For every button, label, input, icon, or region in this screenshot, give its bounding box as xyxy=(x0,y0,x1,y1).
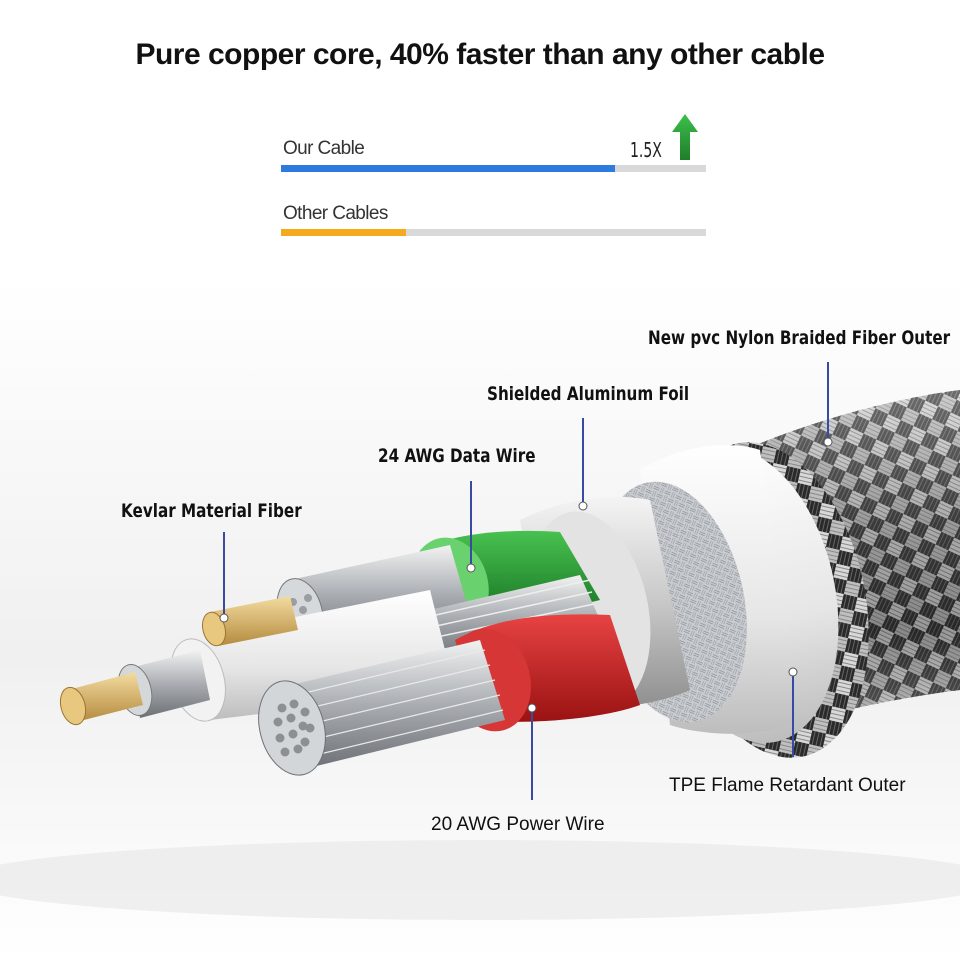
page-title: Pure copper core, 40% faster than any ot… xyxy=(135,38,825,71)
other-cables-fill xyxy=(281,229,407,236)
our-cable-fill xyxy=(281,165,615,172)
data-wire-label: 24 AWG Data Wire xyxy=(378,445,536,467)
outer-braid-label: New pvc Nylon Braided Fiber Outer xyxy=(648,327,951,349)
power-wire-label: 20 AWG Power Wire xyxy=(431,814,605,835)
our-cable-label: Our Cable xyxy=(283,138,365,159)
kevlar-fiber-label: Kevlar Material Fiber xyxy=(121,500,302,522)
tpe-outer-label: TPE Flame Retardant Outer xyxy=(669,775,906,796)
cable-cross-section-illustration xyxy=(0,280,960,960)
speed-multiplier: 1.5X xyxy=(630,138,662,162)
other-cables-track xyxy=(281,229,706,236)
other-cables-label: Other Cables xyxy=(283,203,388,224)
our-cable-track xyxy=(281,165,706,172)
aluminum-foil-label: Shielded Aluminum Foil xyxy=(487,383,690,405)
up-arrow-icon xyxy=(672,114,698,165)
